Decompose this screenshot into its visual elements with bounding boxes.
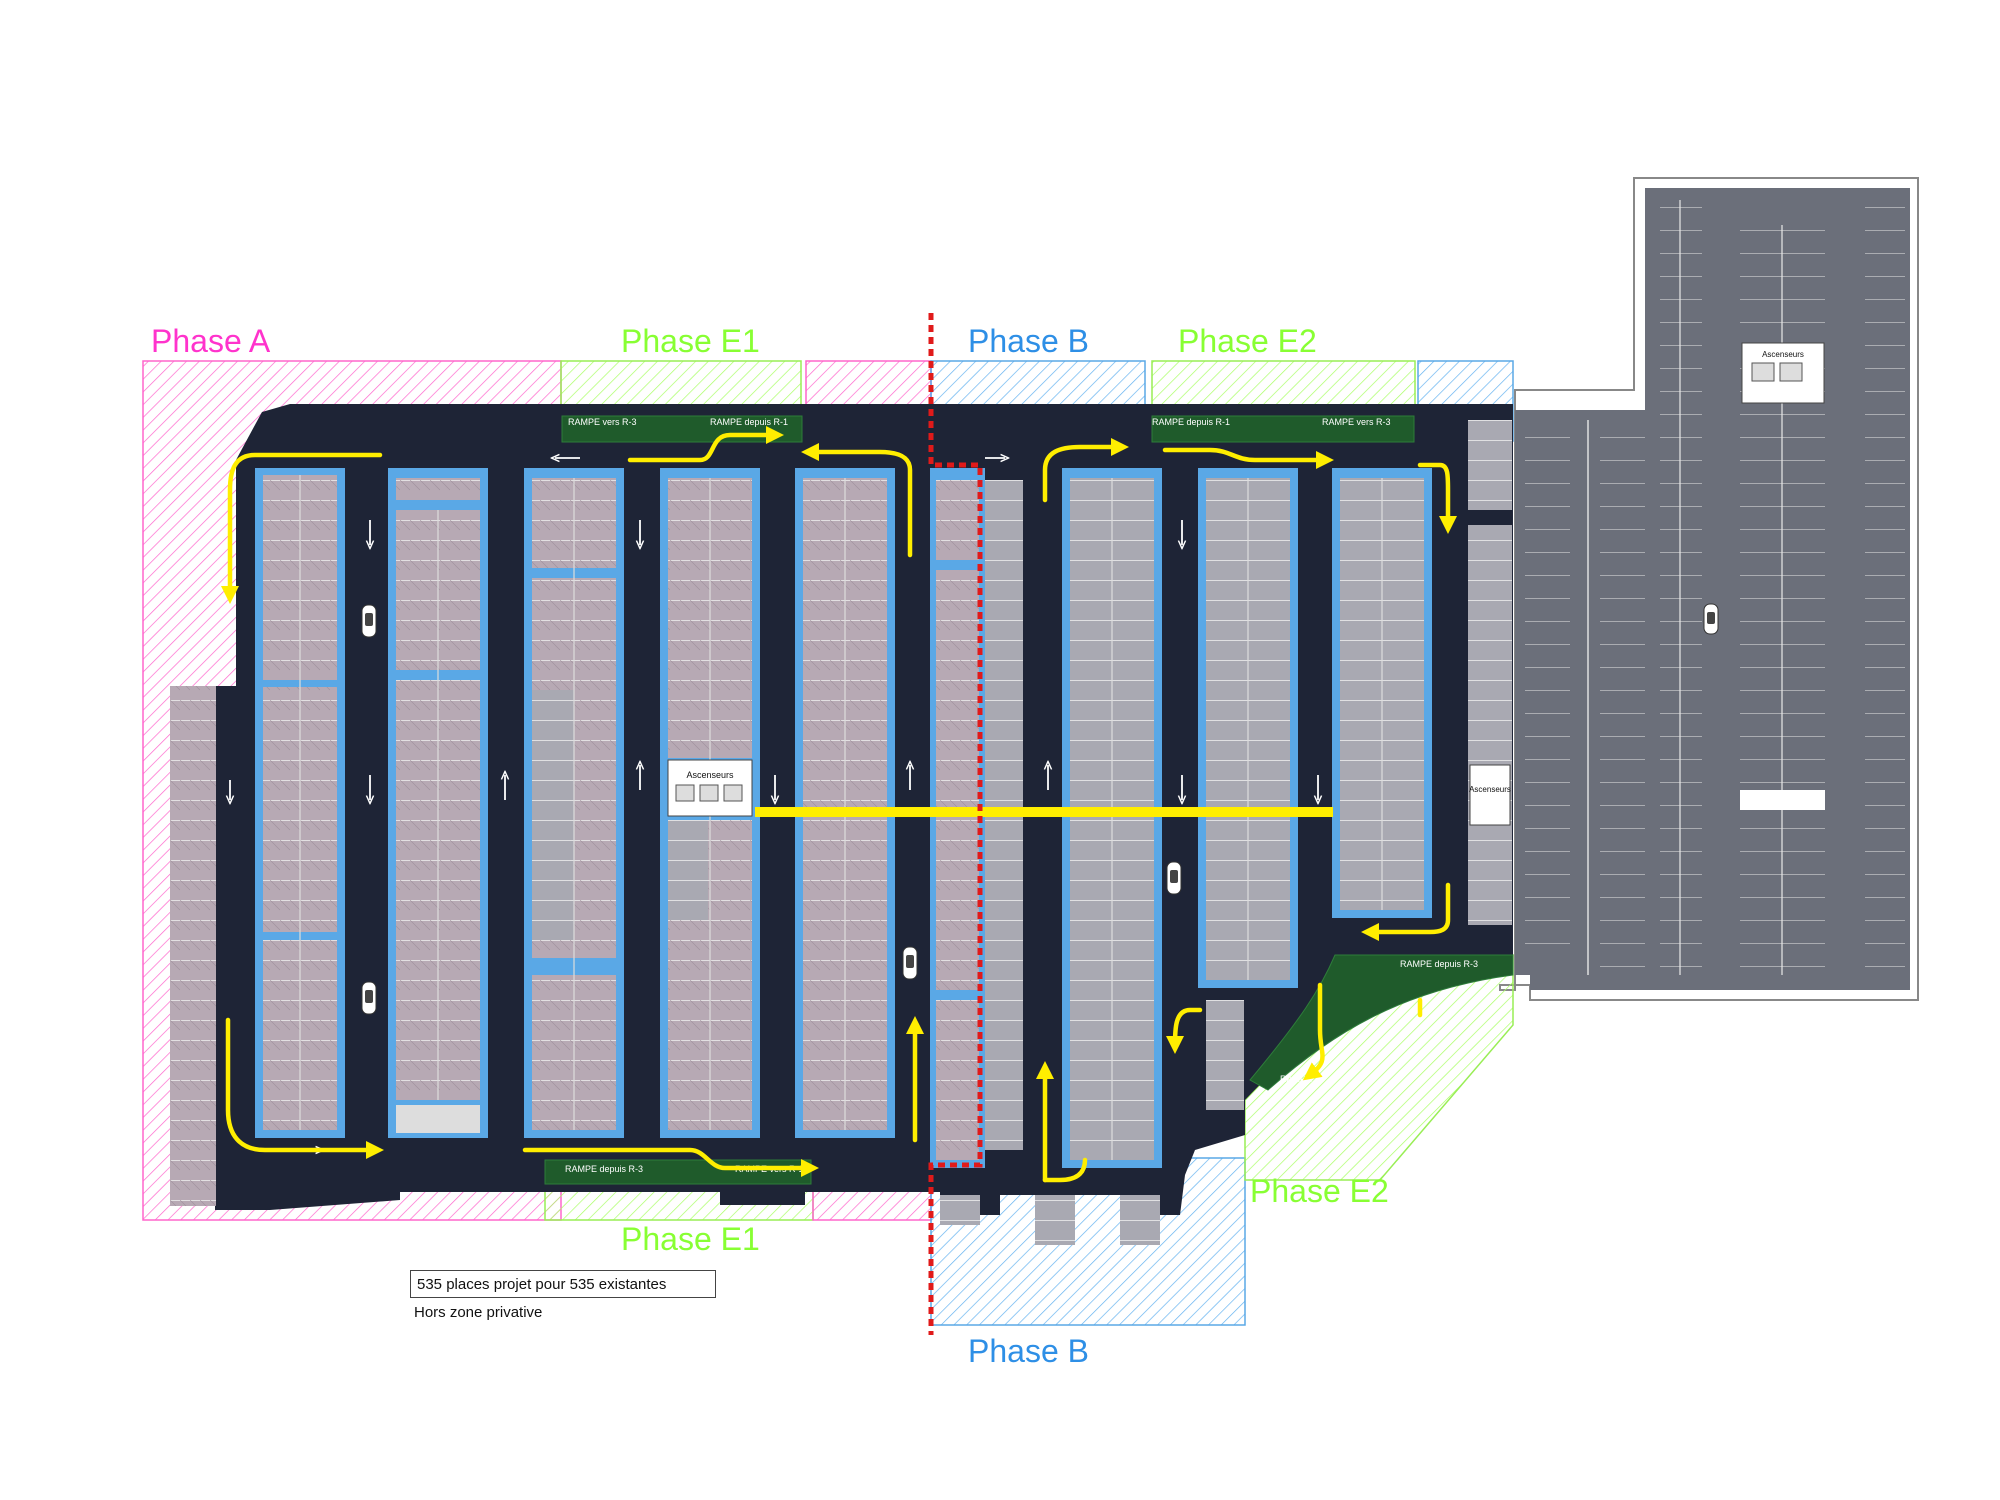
- stall-block: [170, 686, 216, 1206]
- stall-block: [940, 1195, 980, 1225]
- phase-b-bottom-label: Phase B: [968, 1333, 1089, 1369]
- flow-arrow: [1361, 882, 1451, 941]
- parking-islands: Ascenseurs Ascenseurs: [170, 420, 1512, 1245]
- existing-stalls: [1865, 195, 1905, 980]
- phase-e2-top-label: Phase E2: [1178, 323, 1317, 359]
- phase-a-label: Phase A: [151, 323, 271, 359]
- ramp-label: RAMPE: [1280, 1074, 1312, 1084]
- elevator-block-right: [1469, 764, 1511, 826]
- stall-block: [936, 1000, 979, 1160]
- existing-stalls: [1600, 420, 1645, 980]
- stall-block: [1206, 1000, 1244, 1110]
- stall-block: [1468, 525, 1512, 925]
- flow-arrow: [627, 426, 784, 463]
- car-icon: [1703, 603, 1719, 635]
- traffic-flow: [221, 426, 1457, 1183]
- phase-split-line: [928, 313, 983, 1335]
- flow-arrow: [522, 1147, 819, 1177]
- car-icon: [902, 946, 918, 980]
- phase-e2-bottom-label: Phase E2: [1250, 1173, 1389, 1209]
- existing-stalls: [1660, 200, 1702, 980]
- flow-arrow: [1417, 462, 1457, 534]
- flow-arrow: [1162, 447, 1334, 469]
- ramp-label: RAMPE depuis R-3: [565, 1164, 643, 1174]
- elevator-shaft: [699, 784, 719, 802]
- stall-block: [936, 570, 979, 990]
- existing-parking-floor: [1515, 188, 1910, 990]
- phase-b-top-label: Phase B: [968, 323, 1089, 359]
- existing-elevator-label: Ascenseurs: [1762, 350, 1804, 359]
- flow-arrow: [1042, 438, 1129, 503]
- flow-arrow: [1166, 1007, 1203, 1054]
- car-icon: [361, 604, 377, 638]
- ramp-label: RAMPE vers R-3: [568, 417, 637, 427]
- ramp-e2-bottom: [1249, 954, 1514, 1091]
- ramp-e1-top: [561, 415, 803, 443]
- legend-note: Hors zone privative: [414, 1304, 543, 1321]
- existing-elevator-shaft: [1751, 362, 1775, 382]
- flow-arrow: [225, 1017, 384, 1159]
- existing-stalls: [1525, 420, 1570, 960]
- ramp-label: RAMPE vers R-3: [1322, 417, 1391, 427]
- lane-arrows: [230, 458, 1318, 1150]
- stall-block: [1468, 420, 1512, 510]
- elevator-label: Ascenseurs: [686, 770, 734, 780]
- stall-block: [396, 1105, 480, 1133]
- ramp-label: RAMPE depuis R-1: [1152, 417, 1230, 427]
- stall-block: [1035, 1195, 1075, 1245]
- existing-parking: Ascenseurs: [1499, 177, 1919, 1001]
- ramp-label: RAMPE depuis R-3: [1400, 959, 1478, 969]
- stall-block: [532, 690, 574, 940]
- ramp-label: RAMPE depuis R-1: [710, 417, 788, 427]
- ramp-e2-top: [1151, 415, 1415, 443]
- stall-block: [668, 820, 708, 920]
- stall-block: [1120, 1195, 1160, 1245]
- phase-e1-bottom-label: Phase E1: [621, 1221, 760, 1257]
- elevator-shaft: [723, 784, 743, 802]
- phase-e1-top-label: Phase E1: [621, 323, 760, 359]
- flow-arrow: [221, 452, 383, 604]
- car-icon: [1166, 861, 1182, 895]
- existing-elevator-shaft: [1779, 362, 1803, 382]
- flow-arrow: [1042, 1157, 1088, 1183]
- elevator-shaft: [675, 784, 695, 802]
- flow-arrow: [1302, 982, 1325, 1081]
- stall-block: [396, 478, 480, 500]
- legend-box: 535 places projet pour 535 existantes: [410, 1270, 716, 1298]
- car-icon: [361, 981, 377, 1015]
- existing-pillar: [1740, 790, 1825, 810]
- elevator-label-right: Ascenseurs: [1469, 785, 1511, 794]
- stall-block: [936, 480, 979, 560]
- flow-arrow: [801, 443, 913, 558]
